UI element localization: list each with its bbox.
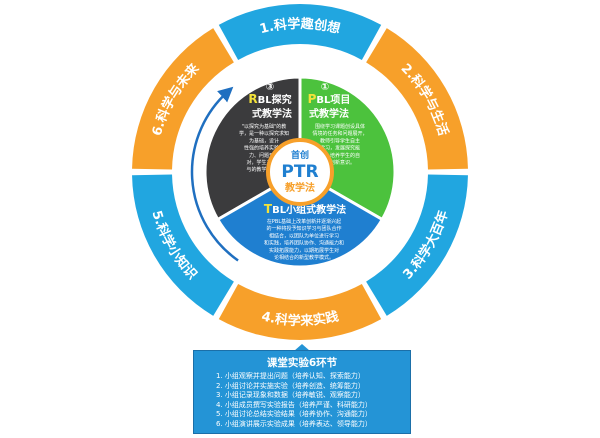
sector-body-line: 实践拓展能力，以期拓展学生对 bbox=[269, 247, 339, 254]
sector-pbl-title: PBL项目 bbox=[308, 92, 351, 106]
ring-segment-science-practice[interactable] bbox=[218, 284, 382, 340]
sector-tbl[interactable] bbox=[215, 170, 385, 269]
step-item: 5. 小组讨论总结实验结果（培养协作、沟通能力） bbox=[216, 410, 372, 419]
sector-pbl-number: ① bbox=[321, 82, 329, 93]
steps-list: 1. 小组观察并提出问题（培养认知、探索能力） 2. 小组讨论并实施实验（培养创… bbox=[194, 372, 410, 430]
sector-body-line: 教师引导学生自主 bbox=[320, 137, 360, 144]
ring-segment-science-knowledge[interactable] bbox=[132, 174, 234, 316]
sector-rbl-number: ③ bbox=[266, 82, 274, 93]
ring-segment-science-century[interactable] bbox=[366, 174, 468, 316]
step-item: 1. 小组观察并提出问题（培养认知、探索能力） bbox=[216, 372, 365, 380]
hub-circle bbox=[266, 138, 334, 206]
sector-rbl-text: ③ RBL探究 式教学法 "以探究为基础"的教学，是一种以探究求知为基础，设计性… bbox=[239, 82, 292, 173]
sector-rbl-letter: R bbox=[248, 92, 257, 106]
steps-panel-title: 课堂实验6环节 bbox=[266, 357, 338, 369]
sector-body-line: 相结合，以团队为单位进行学习 bbox=[269, 232, 339, 239]
sector-body-line: 的一种将授予知识学习与团队合作 bbox=[266, 225, 341, 232]
steps-panel: 课堂实验6环节 1. 小组观察并提出问题（培养认知、探索能力） 2. 小组讨论并… bbox=[193, 350, 411, 434]
cycle-arrow-right bbox=[363, 88, 410, 260]
sector-body-line: 力、问题开发 bbox=[249, 152, 279, 159]
sector-body-line: 围绕学习课题创设具体 bbox=[315, 123, 365, 130]
step-item: 6. 小组演讲展示实验成果（培养表达、领导能力） bbox=[216, 419, 372, 428]
hub-top-text: 首创 bbox=[291, 149, 309, 161]
sector-body-line: 在PBL基础上改革创新并逐渐兴起 bbox=[267, 218, 341, 225]
sector-rbl-subtitle: 式教学法 bbox=[252, 107, 292, 120]
sector-pbl-body: 围绕学习课题创设具体情境的任务和问题展开，教师引导学生自主学习，发展探究能力，培… bbox=[312, 123, 367, 166]
sector-tbl-title-rest: BL小组 bbox=[272, 203, 306, 216]
step-item: 2. 小组讨论并实施实验（培养创造、统筹能力） bbox=[216, 381, 365, 390]
sector-rbl-title-rest: BL探究 bbox=[258, 93, 292, 106]
center-hub[interactable]: 首创 PTR 教学法 bbox=[266, 138, 334, 206]
sector-pbl-title-rest: BL项目 bbox=[316, 94, 350, 106]
steps-panel-pointer bbox=[294, 344, 310, 351]
hub-bottom-text: 教学法 bbox=[284, 181, 315, 194]
ring-segment-science-and-life[interactable] bbox=[366, 28, 468, 170]
sector-pbl-text: ① PBL项目 式教学法 围绕学习课题创设具体情境的任务和问题展开，教师引导学生… bbox=[308, 82, 368, 166]
cycle-arrow-left bbox=[190, 86, 239, 262]
sector-body-line: 学习，发展探究能 bbox=[320, 145, 360, 152]
sector-rbl-body: "以探究为基础"的教学，是一种以探究求知为基础，设计性强的培养实验能力、问题开发… bbox=[239, 123, 289, 173]
sector-body-line: 力，培养学生的自 bbox=[320, 152, 360, 159]
sector-rbl-title: RBL探究 bbox=[248, 92, 291, 106]
sector-body-line: 学，是一种以探究求知 bbox=[239, 130, 289, 137]
sector-body-line: 情境的任务和问题展开， bbox=[312, 130, 367, 137]
ptr-wheel: 1.科学趣创想 2.科学与生活 3.科学大百年 4.科学来实践 5.科学小知识 … bbox=[132, 3, 468, 340]
sector-tbl-letter: T bbox=[264, 202, 273, 216]
step-item: 4. 小组成员撰写实验报告（培养严谨、科研能力） bbox=[216, 400, 372, 409]
sector-body-line: 对，学生主动参 bbox=[246, 159, 281, 166]
hub-middle-text: PTR bbox=[281, 162, 318, 182]
sector-body-line: 为基础，设计 bbox=[249, 137, 279, 144]
sector-pbl-letter: P bbox=[308, 92, 317, 106]
ring-segment-creative-ideas[interactable] bbox=[218, 3, 382, 60]
ring-segment-science-and-future[interactable] bbox=[132, 28, 234, 170]
sector-body-line: "以探究为基础"的教 bbox=[242, 123, 287, 130]
outer-ring bbox=[132, 3, 468, 340]
ring-label-1: 1.科学趣创想 bbox=[258, 16, 342, 37]
sector-body-line: 与的教学模式。 bbox=[246, 166, 281, 173]
sector-body-line: 和实践，培养团队协作、沟通能力和 bbox=[264, 240, 344, 247]
sector-tbl-title: TBL小组式教学法 bbox=[264, 202, 346, 216]
sector-body-line: 主创新意识。 bbox=[325, 159, 355, 166]
inner-pie bbox=[203, 75, 397, 269]
sector-body-line: 论相结合的新型教学模式。 bbox=[274, 254, 334, 261]
sector-tbl-body: 在PBL基础上改革创新并逐渐兴起的一种将授予知识学习与团队合作相结合，以团队为单… bbox=[264, 218, 344, 261]
ring-label-4: 4.科学来实践 bbox=[260, 308, 340, 329]
sector-tbl-subtitle: 式教学法 bbox=[306, 203, 346, 216]
step-item: 3. 小组记录现象和数据（培养敏锐、观察能力） bbox=[216, 391, 365, 400]
sector-pbl-subtitle: 式教学法 bbox=[309, 107, 349, 120]
sector-tbl-text: ② TBL小组式教学法 在PBL基础上改革创新并逐渐兴起的一种将授予知识学习与团… bbox=[264, 192, 346, 261]
sector-body-line: 性强的培养实验能 bbox=[244, 145, 284, 152]
